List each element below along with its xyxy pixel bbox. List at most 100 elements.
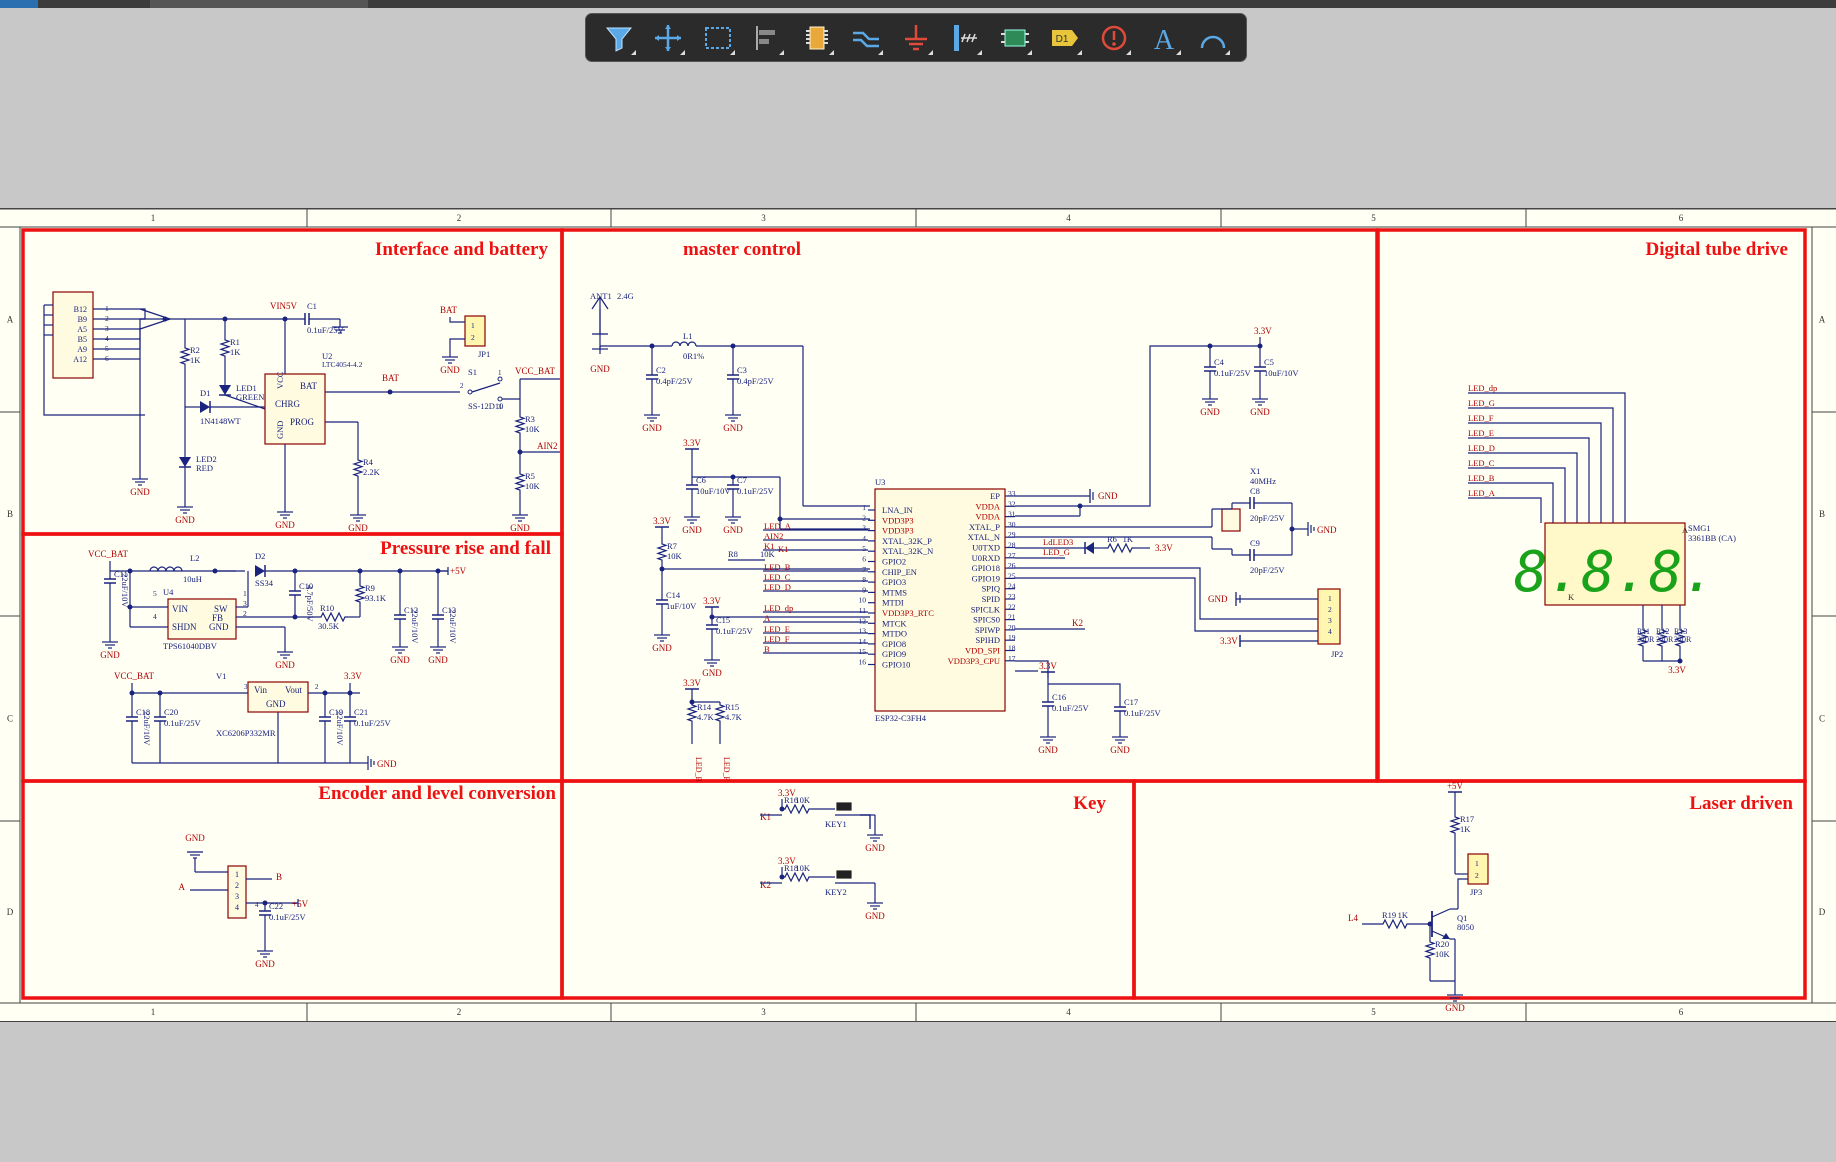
gnd-symbol — [725, 407, 741, 422]
r17-value: 1K — [1460, 824, 1471, 834]
u3-pin-right: SPID — [982, 594, 1000, 604]
wire-tool[interactable] — [846, 18, 886, 58]
c18-value: 22uF/10V — [142, 711, 152, 746]
wire — [1468, 497, 1542, 523]
net-label-33v: 3.3V — [344, 671, 362, 681]
frame-laser — [1132, 779, 1807, 1000]
power-port-tool[interactable] — [896, 18, 936, 58]
column-label-bottom: 4 — [1066, 1007, 1071, 1017]
arc-tool[interactable] — [1193, 18, 1233, 58]
c13-value: 22uF/10V — [448, 609, 458, 644]
gnd-label: GND — [682, 525, 702, 535]
net-label-33v-r6: 3.3V — [1155, 543, 1173, 553]
led1-ref: LED1 — [236, 383, 257, 393]
x1-value: 40MHz — [1250, 476, 1276, 486]
r9-ref: R9 — [365, 583, 375, 593]
gnd-label: GND — [348, 523, 368, 533]
column-label-bottom: 2 — [457, 1007, 462, 1017]
net-label-r14: LED_B — [694, 757, 703, 782]
net-label-l4: L4 — [1348, 913, 1358, 923]
u3-pin-left: VDD3P3 — [882, 526, 914, 536]
net-label-left: LED_D — [764, 582, 791, 592]
app-icon[interactable] — [0, 0, 38, 8]
directive-tool[interactable] — [1094, 18, 1134, 58]
u4-pin-num: 5 — [153, 589, 157, 598]
r3-symbol — [514, 414, 526, 436]
key1-switch — [836, 802, 852, 811]
net-label-seg: LED_E — [1468, 428, 1494, 438]
document-tab[interactable] — [150, 0, 368, 8]
r14-value: 4.7K — [697, 712, 715, 722]
jp2-pin: 2 — [1328, 605, 1332, 614]
d1-ref: D1 — [200, 388, 210, 398]
c19-value: 22uF/10V — [335, 711, 345, 746]
u3-pin-num-left: 10 — [859, 596, 867, 605]
jp1-ref: JP1 — [478, 349, 490, 359]
led3-symbol — [1085, 542, 1094, 554]
d1-symbol — [200, 401, 210, 413]
u3-ic — [874, 488, 1006, 712]
designator-tool[interactable]: D1 — [1045, 18, 1085, 58]
harness-tool[interactable] — [995, 18, 1035, 58]
dashed-rect-icon — [704, 26, 731, 49]
net-label-33v-key: 3.3V — [778, 856, 796, 866]
net-label-5v-enc: +5V — [292, 899, 309, 909]
net-label-33v-jp2: 3.3V — [1220, 636, 1238, 646]
gnd-label: GND — [440, 365, 460, 375]
wire-icon — [853, 31, 880, 47]
c9-value: 20pF/25V — [1250, 565, 1285, 575]
filter-tool[interactable] — [599, 18, 639, 58]
usb-connector — [52, 291, 94, 379]
svg-text:D1: D1 — [1055, 34, 1068, 45]
junction — [162, 316, 168, 322]
align-tool[interactable] — [747, 18, 787, 58]
row-label-left: D — [7, 907, 14, 917]
wire — [860, 814, 871, 829]
svg-text:A: A — [1153, 25, 1174, 54]
u3-pin-num-left: 13 — [859, 627, 867, 636]
gnd-symbol — [132, 471, 148, 486]
net-label-33v-key: 3.3V — [778, 788, 796, 798]
u3-ref: U3 — [875, 477, 885, 487]
row-label-right: D — [1819, 907, 1826, 917]
bus-tool[interactable] — [945, 18, 985, 58]
filter-icon — [605, 27, 632, 52]
net-label-led-g: LED_G — [1043, 547, 1070, 557]
led1-value: GREEN — [236, 392, 264, 402]
smg1-pin-a: A — [1682, 525, 1689, 535]
move-tool[interactable] — [648, 18, 688, 58]
u3-pin-num-right: 31 — [1008, 510, 1016, 519]
c6-value: 10uF/10V — [696, 486, 731, 496]
select-tool[interactable] — [698, 18, 738, 58]
text-tool[interactable]: A — [1144, 18, 1184, 58]
c13-ref: C13 — [442, 605, 456, 615]
column-label-top: 4 — [1066, 213, 1071, 223]
gnd-label: GND — [130, 487, 150, 497]
section-title-master: master control — [683, 239, 801, 260]
c5-value: 10uF/10V — [1264, 368, 1299, 378]
gnd-label: GND — [1200, 407, 1220, 417]
c10-ref: C10 — [299, 581, 313, 591]
gnd-label: GND — [1098, 491, 1118, 501]
r2-value: 1K — [190, 355, 201, 365]
led2-symbol — [179, 457, 191, 467]
net-label-vin5v: VIN5V — [270, 301, 297, 311]
net-label-seg: LED_C — [1468, 458, 1495, 468]
l2-inductor — [149, 566, 183, 572]
row-label-right: B — [1819, 509, 1825, 519]
section-title-pressure: Pressure rise and fall — [380, 538, 551, 559]
u3-pin-right: VDDA — [975, 512, 1000, 522]
net-label-seg: LED_A — [1468, 488, 1496, 498]
key2-ref: KEY2 — [825, 887, 847, 897]
u3-pin-num-right: 27 — [1008, 551, 1016, 560]
r16-value: 10K — [795, 795, 811, 805]
u4-pin-vin: VIN — [172, 604, 188, 614]
frame-digital — [1376, 228, 1807, 783]
wire — [1457, 878, 1468, 909]
led2-value: RED — [196, 463, 213, 473]
power-label: +5V — [1447, 781, 1464, 791]
u3-pin-right: SPIQ — [982, 584, 1000, 594]
component-tool[interactable] — [797, 18, 837, 58]
r5-ref: R5 — [525, 471, 535, 481]
